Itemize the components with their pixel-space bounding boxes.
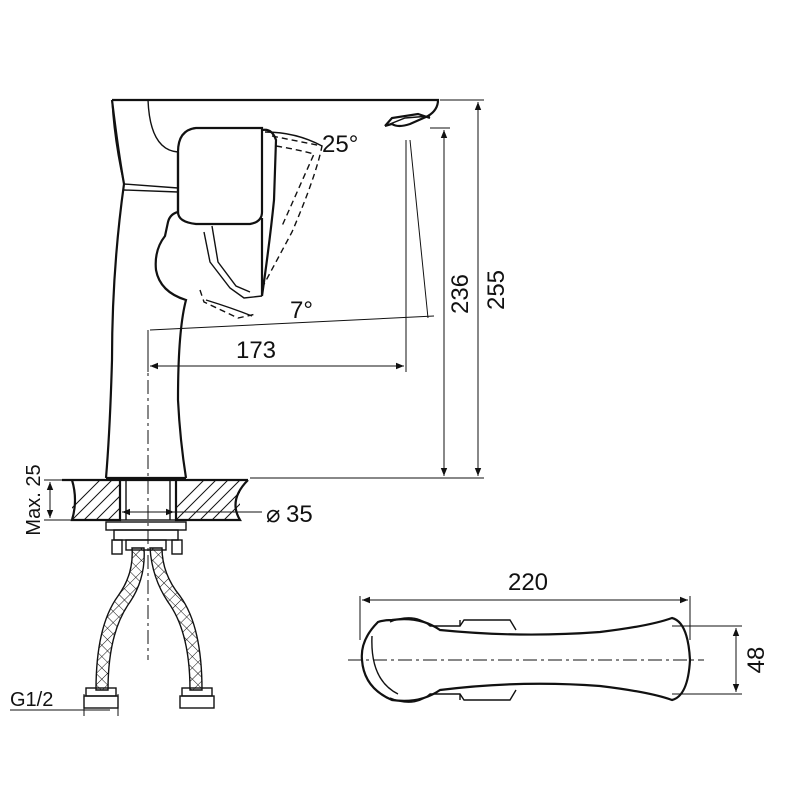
angle-lever-up: 25° xyxy=(322,131,358,158)
faucet-side-view xyxy=(104,98,440,480)
body-left-outline xyxy=(104,99,126,479)
spout-top xyxy=(112,98,440,128)
body-right-outline xyxy=(154,152,188,479)
spout-outlet xyxy=(384,112,431,127)
flexible-hoses xyxy=(83,539,215,709)
diameter-symbol: ⌀ xyxy=(266,501,280,528)
dim-hole-diameter: 35 xyxy=(286,501,313,528)
lever-open-position xyxy=(261,135,323,289)
dim-top-length: 220 xyxy=(508,569,548,596)
dim-total-height: 255 xyxy=(483,270,510,310)
dimension-lines xyxy=(10,99,484,716)
dimension-labels: 173 236 255 Max. 25 ⌀ 35 G1/2 25° 7° xyxy=(10,131,510,711)
countertop-section xyxy=(62,478,249,555)
faucet-top-view: 220 48 xyxy=(348,569,770,703)
dim-max-thickness: Max. 25 xyxy=(23,464,45,535)
dim-spout-reach: 173 xyxy=(236,337,276,364)
dim-top-width: 48 xyxy=(743,647,770,674)
dim-hose-thread: G1/2 xyxy=(10,689,53,711)
cartridge-housing xyxy=(176,126,264,226)
lever-handle xyxy=(260,128,278,297)
dim-spout-height: 236 xyxy=(447,274,474,314)
angle-lever-down: 7° xyxy=(290,297,313,324)
top-view-outline xyxy=(360,616,692,702)
